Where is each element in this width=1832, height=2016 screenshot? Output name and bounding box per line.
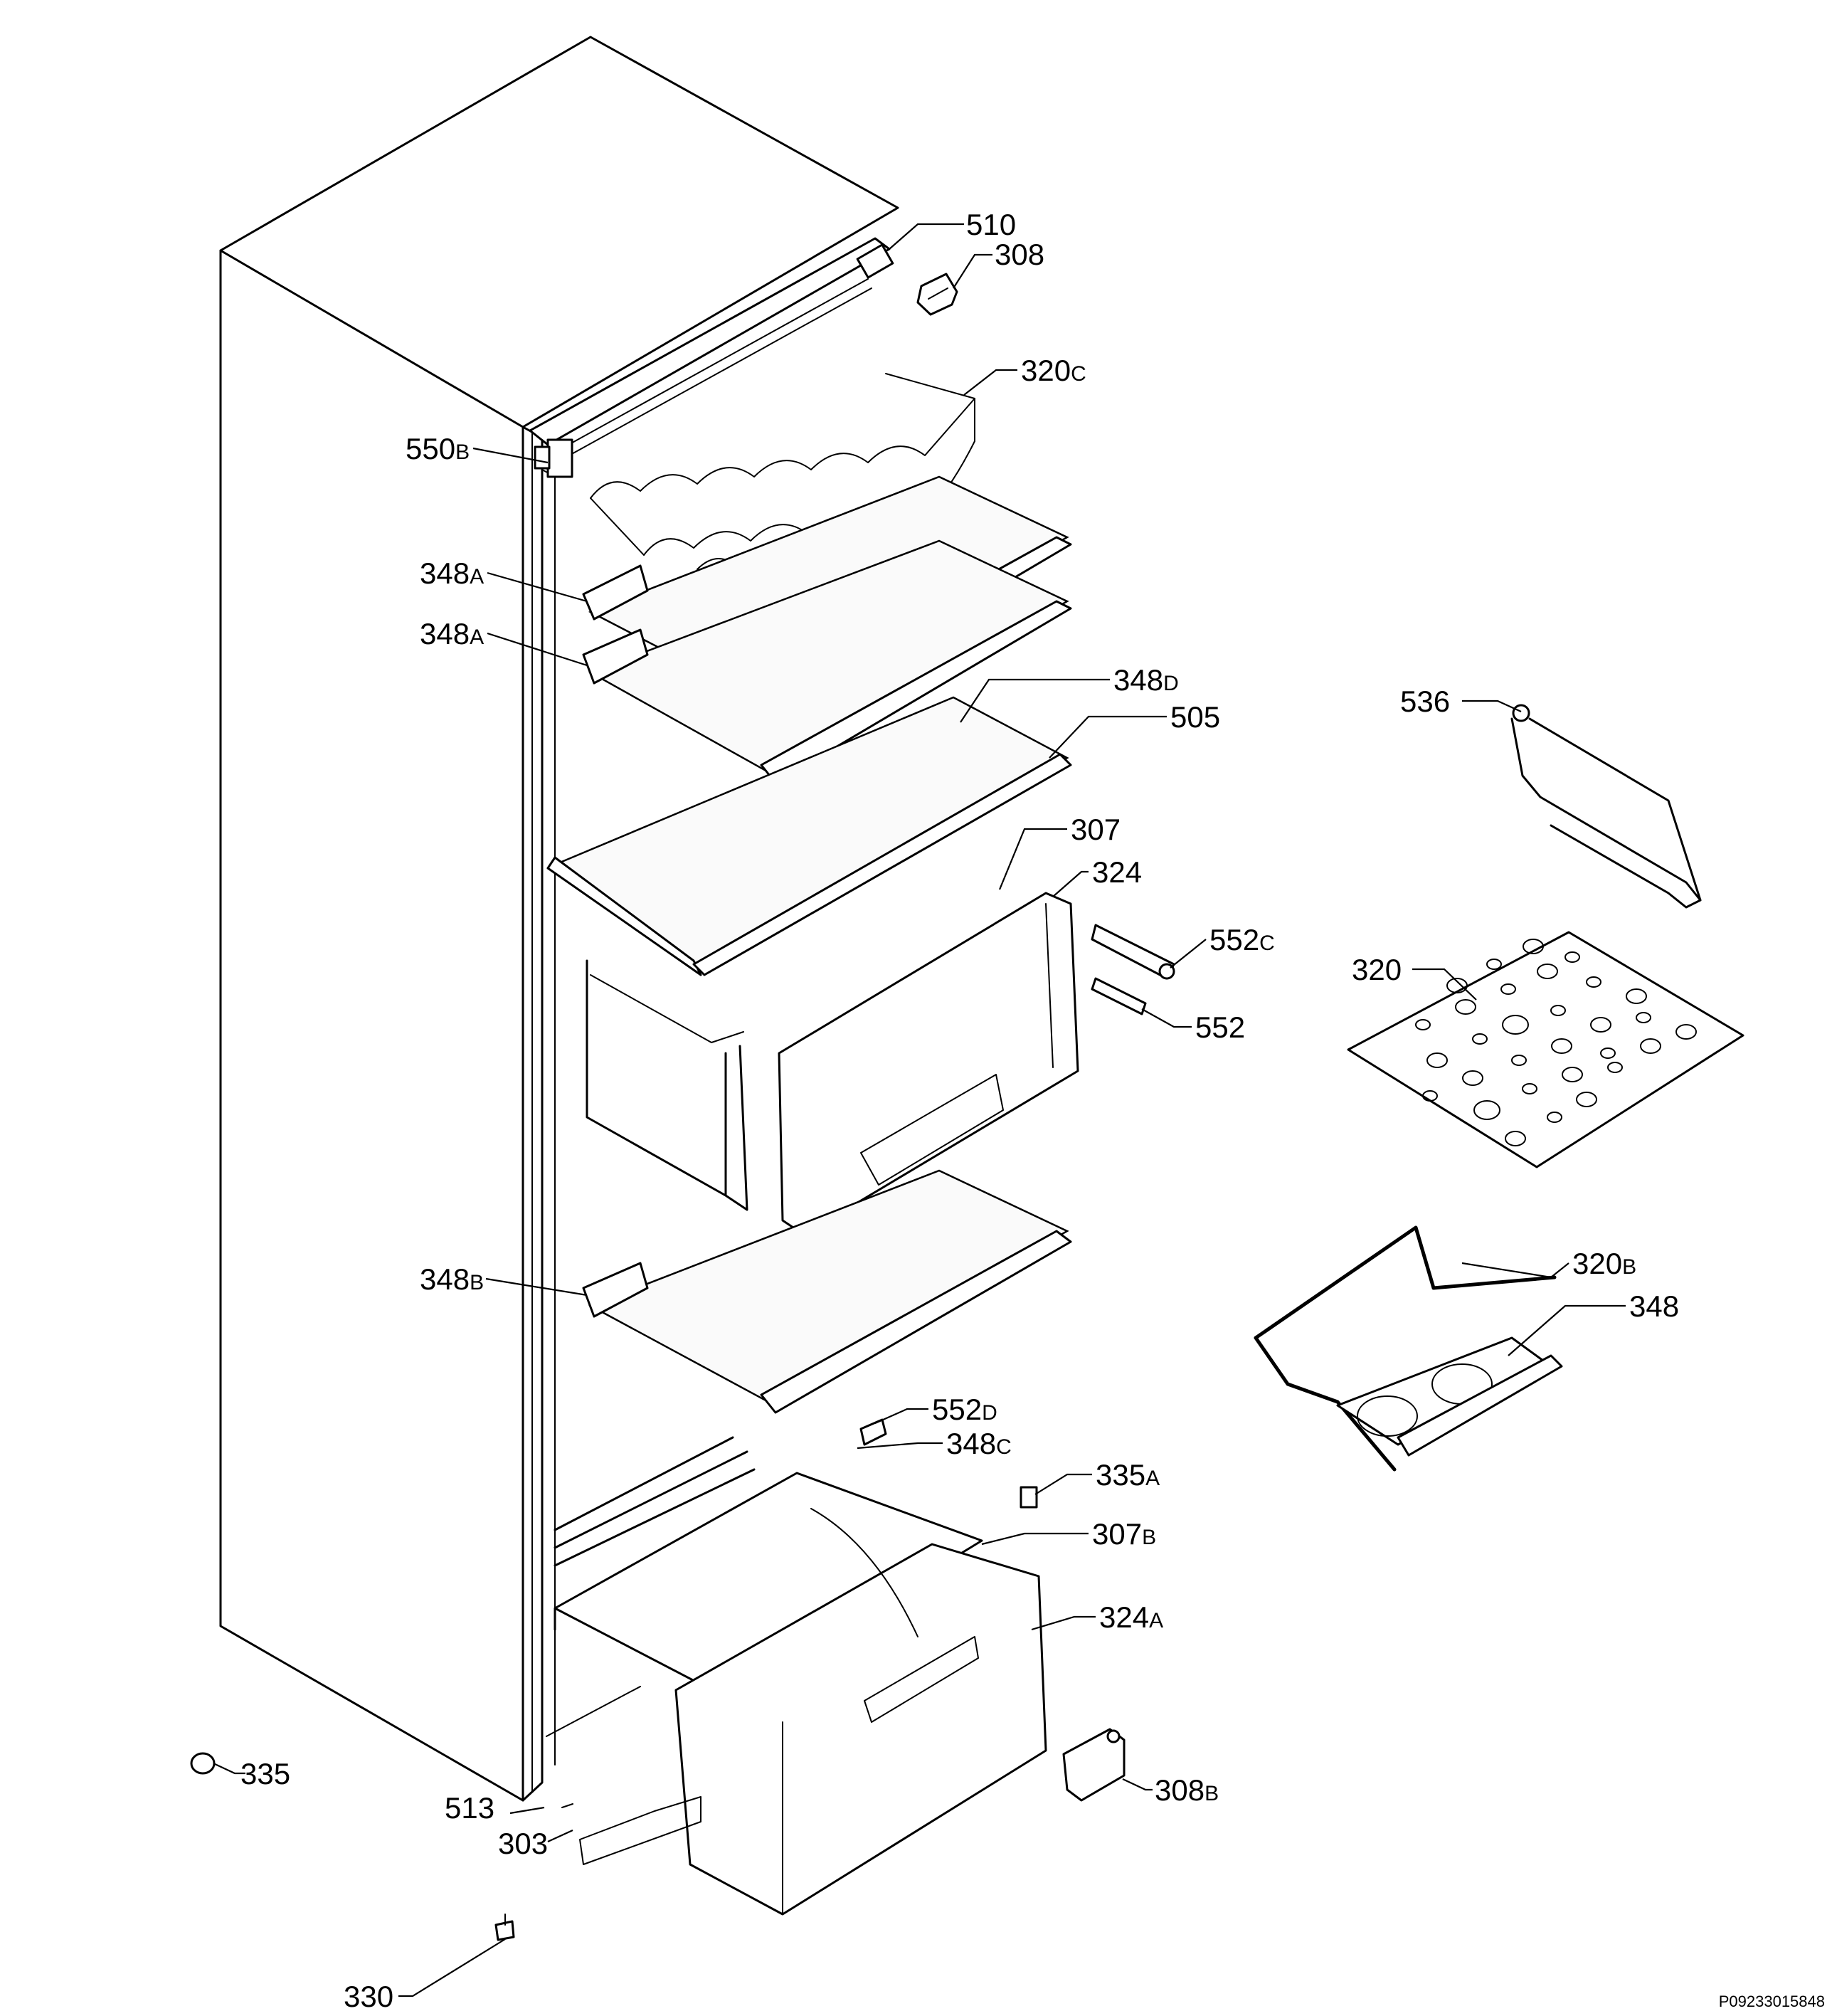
callout-307: 307: [1071, 813, 1121, 846]
callout-335a: 335A: [1096, 1458, 1160, 1492]
egg-hole: [1547, 1112, 1562, 1123]
egg-hole: [1586, 976, 1601, 988]
callout-536: 536: [1400, 685, 1450, 718]
drawer-runner-552: [1091, 977, 1147, 1015]
hinge-308b: [1062, 1728, 1126, 1802]
egg-hole: [1472, 1033, 1488, 1045]
egg-hole: [1446, 978, 1468, 993]
callout-513: 513: [445, 1791, 494, 1825]
egg-hole: [1562, 1067, 1583, 1082]
egg-hole: [1426, 1052, 1448, 1068]
callout-320: 320: [1352, 953, 1402, 986]
lower-crisper-drawer: [554, 1436, 1047, 1916]
egg-hole: [1564, 951, 1580, 963]
kick-plate-303: [561, 1796, 701, 1865]
callout-348d: 348D: [1113, 663, 1179, 697]
door-top-rail: [529, 237, 894, 456]
clip-335a: [1020, 1486, 1038, 1509]
callout-550b: 550B: [406, 432, 470, 465]
egg-hole: [1500, 983, 1516, 995]
callout-348b: 348B: [420, 1262, 484, 1296]
callout-348a-upper: 348A: [420, 556, 484, 590]
callout-552: 552: [1195, 1010, 1245, 1044]
callout-552c: 552C: [1209, 923, 1275, 956]
callout-348: 348: [1629, 1289, 1679, 1323]
egg-hole: [1415, 1019, 1431, 1030]
callout-320b: 320B: [1572, 1247, 1636, 1280]
egg-hole: [1550, 1005, 1566, 1016]
egg-hole: [1422, 1090, 1438, 1102]
hinge-308: [916, 273, 958, 316]
callout-labels: 510 308 320C 550B 348A 348A 348D 505 307…: [240, 208, 1679, 2013]
callout-308: 308: [995, 238, 1044, 271]
egg-hole: [1511, 1055, 1527, 1066]
callout-324: 324: [1092, 855, 1142, 889]
glass-shelf-348a-lower: [582, 539, 1072, 784]
egg-hole: [1626, 988, 1647, 1004]
drawing-code: P09233015848: [1719, 1993, 1825, 2010]
clip-552d: [859, 1418, 887, 1446]
egg-hole: [1455, 999, 1476, 1015]
callout-510: 510: [966, 208, 1016, 241]
callout-303: 303: [498, 1827, 548, 1860]
egg-hole: [1600, 1047, 1616, 1059]
egg-hole: [1537, 964, 1558, 979]
egg-hole: [1502, 1015, 1529, 1035]
callout-335: 335: [240, 1757, 290, 1790]
callout-324a: 324A: [1099, 1600, 1163, 1634]
upper-crisper-drawer: [586, 892, 1079, 1236]
egg-hole: [1523, 939, 1544, 954]
callout-348c: 348C: [946, 1427, 1012, 1460]
hinge-bracket-550b: [534, 438, 573, 478]
can-holder-320b: [1254, 1225, 1563, 1472]
callout-330: 330: [344, 1980, 393, 2013]
egg-hole: [1551, 1038, 1572, 1054]
egg-hole: [1636, 1012, 1651, 1023]
leader-lines: [213, 223, 1626, 1997]
egg-hole: [1576, 1092, 1597, 1107]
screw-330: [494, 1914, 515, 1941]
egg-hole: [1640, 1038, 1661, 1054]
glass-shelf-348b: [582, 1169, 1072, 1414]
egg-hole: [1675, 1024, 1697, 1040]
egg-hole: [1462, 1070, 1483, 1086]
drawer-runner-552c: [1091, 924, 1175, 980]
egg-tray-320: [1347, 931, 1744, 1168]
egg-hole: [1607, 1062, 1623, 1073]
egg-hole: [1505, 1131, 1526, 1146]
callout-505: 505: [1170, 700, 1220, 734]
foot-335: [190, 1752, 216, 1775]
egg-hole: [1486, 959, 1502, 970]
callout-307b: 307B: [1092, 1517, 1156, 1551]
crisper-cover-shelf: [546, 696, 1072, 976]
callout-552d: 552D: [932, 1393, 997, 1426]
egg-hole: [1522, 1083, 1537, 1094]
callout-308b: 308B: [1155, 1773, 1219, 1807]
bottle-retainer-536: [1510, 704, 1702, 909]
egg-hole: [1590, 1017, 1611, 1033]
egg-hole: [1473, 1100, 1500, 1120]
callout-320c: 320C: [1021, 354, 1086, 387]
callout-348a-lower: 348A: [420, 617, 484, 650]
